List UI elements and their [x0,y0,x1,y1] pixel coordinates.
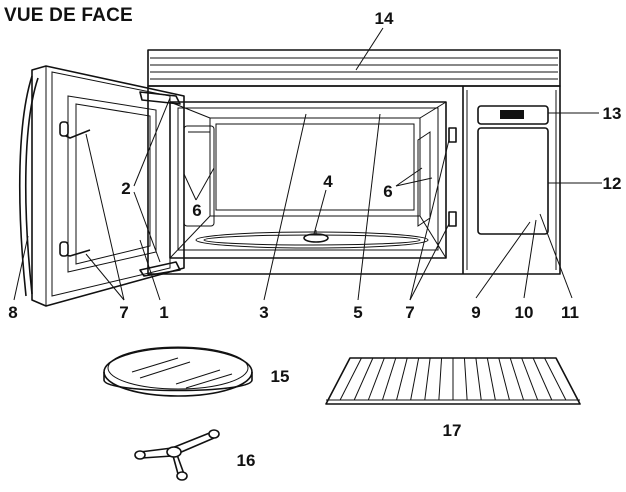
rack-bar [498,357,510,401]
vent-grille [147,49,561,87]
callout-8: 8 [8,303,17,322]
rack-bar [486,357,496,401]
oven-body [147,85,561,275]
callout-17: 17 [443,421,462,440]
callout-9: 9 [471,303,480,322]
callout-12: 12 [603,174,622,193]
control-panel [477,105,549,235]
rack-bar [544,357,567,401]
callout-13: 13 [603,104,622,123]
callout-4: 4 [323,172,333,191]
callout-6-right: 6 [383,182,392,201]
rack-bar [475,357,482,401]
callout-6-left: 6 [192,201,201,220]
callout-10: 10 [515,303,534,322]
callout-11: 11 [561,303,579,322]
rack-bar [438,357,443,401]
diagram-title: VUE DE FACE [4,5,133,26]
rack-bar [532,357,553,401]
glass-turntable-tray [103,346,253,397]
door-latches [448,127,457,227]
callout-14: 14 [375,9,394,28]
callout-16: 16 [237,451,256,470]
callout-7-right: 7 [405,303,414,322]
rack-bar [339,357,362,401]
rack-bar [463,357,468,401]
callout-7-left: 7 [119,303,128,322]
callout-15: 15 [271,367,290,386]
wire-rack [325,357,581,405]
callout-2: 2 [121,179,130,198]
oven-cavity [169,101,447,259]
callout-5: 5 [353,303,362,322]
rack-bar [410,357,420,401]
callout-labels: 14 13 12 2 6 4 6 8 7 1 3 5 7 9 10 11 15 … [8,9,621,470]
callout-1: 1 [159,303,168,322]
rack-bar [367,357,385,401]
rack-bar [353,357,374,401]
rack-bar [396,357,408,401]
oven-door [31,65,185,307]
turntable-support [134,429,220,481]
rack-bar [521,357,539,401]
rack-bar [509,357,525,401]
callout-3: 3 [259,303,268,322]
rack-bar [424,357,431,401]
leader-lines [13,27,602,301]
rack-bar [381,357,397,401]
